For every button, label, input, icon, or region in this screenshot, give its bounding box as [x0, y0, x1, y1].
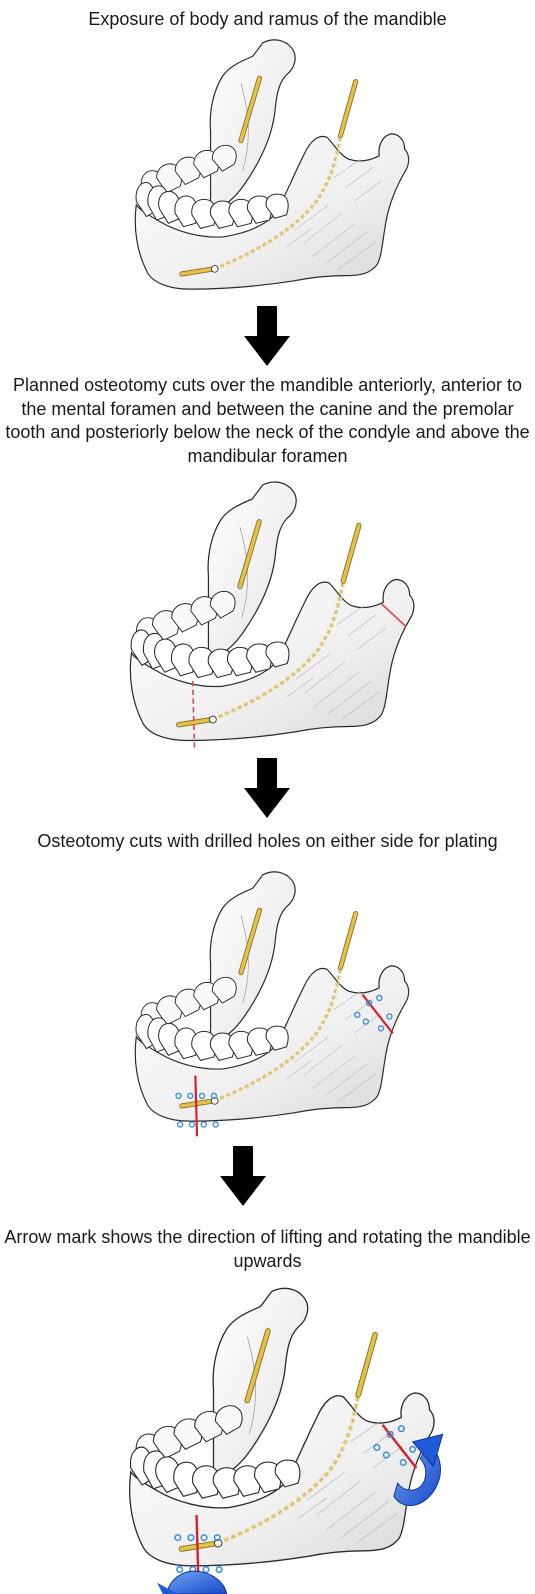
- planned-osteotomy-illustration: [0, 478, 535, 758]
- mandible-exposure-illustration: [0, 36, 535, 306]
- step4-caption: Arrow mark shows the direction of liftin…: [0, 1226, 535, 1273]
- drilled-osteotomy-illustration: [0, 868, 535, 1138]
- down-arrow-icon: [244, 758, 290, 820]
- step2-caption: Planned osteotomy cuts over the mandible…: [0, 374, 535, 468]
- step1-caption: Exposure of body and ramus of the mandib…: [0, 8, 535, 32]
- down-arrow-icon: [220, 1146, 266, 1208]
- down-arrow-icon: [244, 306, 290, 368]
- step3-caption: Osteotomy cuts with drilled holes on eit…: [0, 830, 535, 854]
- rotation-illustration: [0, 1284, 535, 1594]
